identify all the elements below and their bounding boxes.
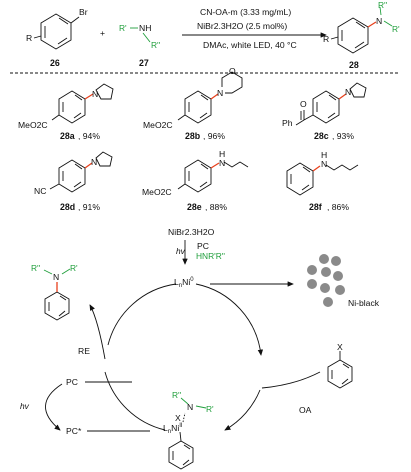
product-28c-structure bbox=[295, 82, 367, 126]
ni2-x-label: X bbox=[175, 413, 181, 423]
ketone-o-28c: O bbox=[300, 99, 307, 109]
amine-n-28b: N bbox=[217, 88, 223, 98]
amine-nh-label: NH bbox=[139, 23, 151, 33]
product-id-28e: 28e bbox=[187, 202, 202, 212]
product-28a-structure bbox=[51, 83, 114, 124]
product-id-28c: 28c bbox=[314, 131, 329, 141]
product-yield-28c: , 93% bbox=[332, 131, 354, 141]
product-28f-structure bbox=[286, 162, 359, 196]
ni2-complex-structure bbox=[168, 397, 207, 470]
compound-26-label: 26 bbox=[50, 58, 60, 68]
product-id-28a: 28a bbox=[60, 131, 75, 141]
product-28b-structure bbox=[177, 71, 243, 124]
amine-n-28e: N bbox=[219, 158, 225, 168]
product-id-28f: 28f bbox=[309, 202, 322, 212]
amine-r2-label: R'' bbox=[151, 40, 161, 50]
condition-line-1: CN-OA-m (3.33 mg/mL) bbox=[200, 7, 291, 17]
product-r2-label: R'' bbox=[378, 0, 388, 10]
amine-n-28a: N bbox=[92, 89, 98, 99]
cycle-arc-lower-right bbox=[224, 389, 261, 431]
ni2-n-label: N bbox=[187, 402, 193, 412]
product-yield-28f: , 86% bbox=[327, 202, 349, 212]
product-28-structure bbox=[330, 6, 393, 54]
pc-left-label: PC bbox=[66, 377, 78, 387]
cycle-arc-upper-left bbox=[107, 283, 177, 346]
bromo-label: Br bbox=[79, 7, 88, 17]
product-n-label: N bbox=[376, 16, 382, 26]
re-product-arrow bbox=[89, 304, 106, 360]
hv-top-label: hv bbox=[176, 246, 186, 256]
product-28d-structure bbox=[49, 151, 113, 193]
product-yield-28b: , 96% bbox=[203, 131, 225, 141]
condition-line-3: DMAc, white LED, 40 °C bbox=[203, 40, 297, 50]
ni-black-label: Ni-black bbox=[348, 298, 380, 308]
aryl-halide-x-label: X bbox=[337, 342, 343, 352]
re-label: RE bbox=[78, 346, 90, 356]
aryl-halide-structure bbox=[327, 351, 353, 389]
morpholine-o-28b: O bbox=[229, 66, 236, 76]
phenyl-group-28c: Ph bbox=[282, 118, 293, 128]
amine-r1-label: R' bbox=[119, 23, 127, 33]
ni0-label: LnNi0 bbox=[174, 277, 194, 289]
product-id-28d: 28d bbox=[60, 202, 75, 212]
aryl-bromide-structure bbox=[33, 13, 80, 50]
ni2-label: LnNiII bbox=[163, 423, 183, 435]
amine-n-28f: N bbox=[321, 159, 327, 169]
oa-label: OA bbox=[299, 405, 312, 415]
r-group-label: R bbox=[26, 33, 32, 43]
amine-h-28f: H bbox=[321, 150, 327, 160]
ester-group-28a: MeO2C bbox=[18, 120, 48, 130]
condition-line-2: NiBr2.3H2O (2.5 mol%) bbox=[197, 21, 287, 31]
cycle-product-n-label: N bbox=[53, 272, 59, 282]
photoexcitation-arrow bbox=[45, 383, 63, 431]
ester-group-28b: MeO2C bbox=[143, 120, 173, 130]
compound-27-label: 27 bbox=[139, 58, 149, 68]
pc-top-label: PC bbox=[197, 241, 209, 251]
nitrile-group-28d: NC bbox=[34, 186, 46, 196]
cycle-arc-lower-left bbox=[104, 371, 166, 431]
oa-incoming-arrow bbox=[261, 371, 321, 389]
cycle-product-r2-label: R'' bbox=[31, 263, 41, 273]
product-yield-28a: , 94% bbox=[78, 131, 100, 141]
ni2-r2-label: R'' bbox=[172, 390, 182, 400]
product-id-28b: 28b bbox=[185, 131, 201, 141]
cycle-product-structure bbox=[43, 268, 71, 321]
amine-reagent-label: HNR'R'' bbox=[196, 251, 225, 261]
ni0-text: L bbox=[174, 277, 179, 287]
product-yield-28e: , 88% bbox=[205, 202, 227, 212]
amine-n-28d: N bbox=[91, 157, 97, 167]
hv-left-label: hv bbox=[20, 401, 30, 411]
cycle-product-r1-label: R' bbox=[70, 263, 78, 273]
product-yield-28d: , 91% bbox=[78, 202, 100, 212]
cycle-arc-upper-right bbox=[195, 283, 264, 356]
ni-black-particles bbox=[307, 254, 345, 307]
amine-n-28c: N bbox=[345, 87, 351, 97]
plus-sign: + bbox=[100, 28, 105, 38]
amine-h-28e: H bbox=[219, 149, 225, 159]
product-r1-label: R' bbox=[392, 24, 400, 34]
product-28e-structure bbox=[177, 159, 249, 193]
product-r-label: R bbox=[323, 34, 329, 44]
pc-star-label: PC* bbox=[66, 426, 82, 436]
ester-group-28e: MeO2C bbox=[142, 187, 172, 197]
ni2-r1-label: R' bbox=[206, 404, 214, 414]
compound-28-label: 28 bbox=[349, 60, 359, 70]
nickel-precursor-label: NiBr2.3H2O bbox=[168, 227, 215, 237]
